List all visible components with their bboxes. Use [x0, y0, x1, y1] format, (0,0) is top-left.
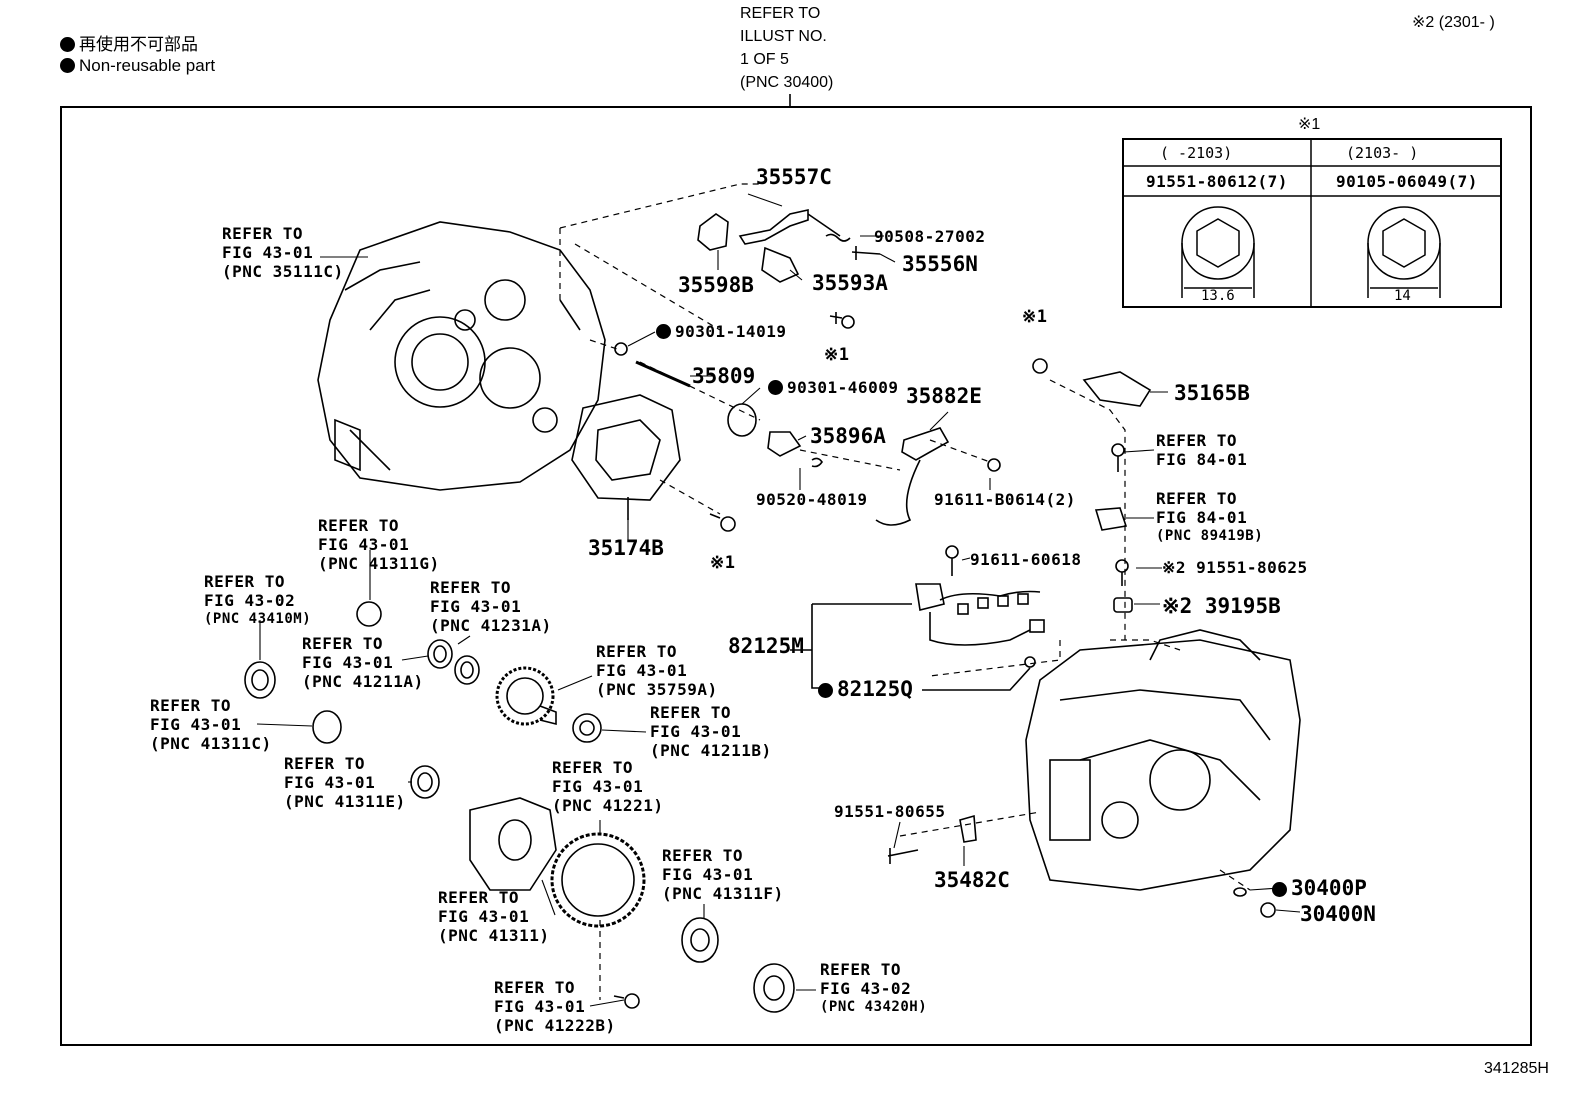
filled-circle-icon [656, 324, 671, 339]
legend-jp: 再使用不可部品 [60, 34, 215, 55]
transaxle-case-drawing [1025, 629, 1301, 891]
table-col2-range: (2103- ) [1346, 144, 1419, 162]
part-35165b[interactable]: 35165B [1174, 381, 1250, 405]
note1-label: ※1 [710, 553, 736, 573]
ref-41222b[interactable]: REFER TO FIG 43-01 (PNC 41222B) [494, 978, 616, 1035]
part-30400p[interactable]: 30400P [1272, 876, 1367, 900]
legend-en: Non-reusable part [60, 55, 215, 76]
part-35593a[interactable]: 35593A [812, 271, 888, 295]
part-35556n[interactable]: 35556N [902, 252, 978, 276]
ref-41311c[interactable]: REFER TO FIG 43-01 (PNC 41311C) [150, 696, 272, 753]
diagram-frame [60, 106, 1532, 1046]
ref-41231a[interactable]: REFER TO FIG 43-01 (PNC 41231A) [430, 578, 552, 635]
table-col1-part: 91551-80612(7) [1146, 172, 1288, 191]
part-90301-14019[interactable]: 90301-14019 [656, 322, 786, 341]
filled-circle-icon [818, 683, 833, 698]
note1-label: ※1 [824, 345, 850, 365]
ref-41211b[interactable]: REFER TO FIG 43-01 (PNC 41211B) [650, 703, 772, 760]
filled-circle-icon [1272, 882, 1287, 897]
ref-84-01[interactable]: REFER TO FIG 84-01 [1156, 431, 1248, 469]
gear-drawings [469, 666, 646, 1009]
ref-41311g[interactable]: REFER TO FIG 43-01 (PNC 41311G) [318, 516, 440, 573]
part-39195b[interactable]: ※2 39195B [1162, 594, 1281, 618]
table-col1-dim: 13.6 [1201, 288, 1235, 304]
ref-35759a[interactable]: REFER TO FIG 43-01 (PNC 35759A) [596, 642, 718, 699]
filled-circle-icon [60, 58, 75, 73]
ref-41211a[interactable]: REFER TO FIG 43-01 (PNC 41211A) [302, 634, 424, 691]
note2-header: ※2 (2301- ) [1412, 14, 1495, 31]
filled-circle-icon [60, 37, 75, 52]
top-reference: REFER TO ILLUST NO. 1 OF 5 (PNC 30400) [740, 5, 834, 91]
note1-label: ※1 [1022, 307, 1048, 327]
table-col1-range: ( -2103) [1160, 144, 1233, 162]
part-35896a[interactable]: 35896A [810, 424, 886, 448]
table-col2-part: 90105-06049(7) [1336, 172, 1478, 191]
part-30400n[interactable]: 30400N [1300, 902, 1376, 926]
part-90508-27002[interactable]: 90508-27002 [874, 227, 986, 246]
part-82125m[interactable]: 82125M [728, 634, 804, 658]
part-90301-46009[interactable]: 90301-46009 [768, 378, 898, 397]
part-35482c[interactable]: 35482C [934, 868, 1010, 892]
part-91611-60618[interactable]: 91611-60618 [970, 550, 1082, 569]
ref-43410m[interactable]: REFER TO FIG 43-02 (PNC 43410M) [204, 572, 312, 627]
legend: 再使用不可部品 Non-reusable part [60, 34, 215, 76]
part-91551-80655[interactable]: 91551-80655 [834, 802, 946, 821]
part-35557c[interactable]: 35557C [756, 165, 832, 189]
bearing-drawings [244, 639, 795, 1013]
part-90520-48019[interactable]: 90520-48019 [756, 490, 868, 509]
table-title: ※1 [1298, 116, 1321, 133]
ref-35111c[interactable]: REFER TO FIG 43-01 (PNC 35111C) [222, 224, 344, 281]
ref-89419b[interactable]: REFER TO FIG 84-01 (PNC 89419B) [1156, 489, 1264, 544]
part-35174b[interactable]: 35174B [588, 536, 664, 560]
ref-41311e[interactable]: REFER TO FIG 43-01 (PNC 41311E) [284, 754, 406, 811]
part-91611-b0614[interactable]: 91611-B0614(2) [934, 490, 1076, 509]
ref-41311f[interactable]: REFER TO FIG 43-01 (PNC 41311F) [662, 846, 784, 903]
filled-circle-icon [768, 380, 783, 395]
part-35882e[interactable]: 35882E [906, 384, 982, 408]
part-35598b[interactable]: 35598B [678, 273, 754, 297]
table-col2-dim: 14 [1394, 288, 1411, 304]
ref-43420h[interactable]: REFER TO FIG 43-02 (PNC 43420H) [820, 960, 928, 1015]
part-82125q[interactable]: 82125Q [818, 677, 913, 701]
illustration-number: 341285H [1484, 1060, 1549, 1077]
part-35809[interactable]: 35809 [692, 364, 756, 388]
ref-41221[interactable]: REFER TO FIG 43-01 (PNC 41221) [552, 758, 664, 815]
transaxle-housing-drawing [317, 221, 606, 491]
part-91551-80625[interactable]: ※2 91551-80625 [1162, 558, 1308, 577]
bolt-spec-table [1122, 138, 1502, 308]
ref-41311[interactable]: REFER TO FIG 43-01 (PNC 41311) [438, 888, 550, 945]
